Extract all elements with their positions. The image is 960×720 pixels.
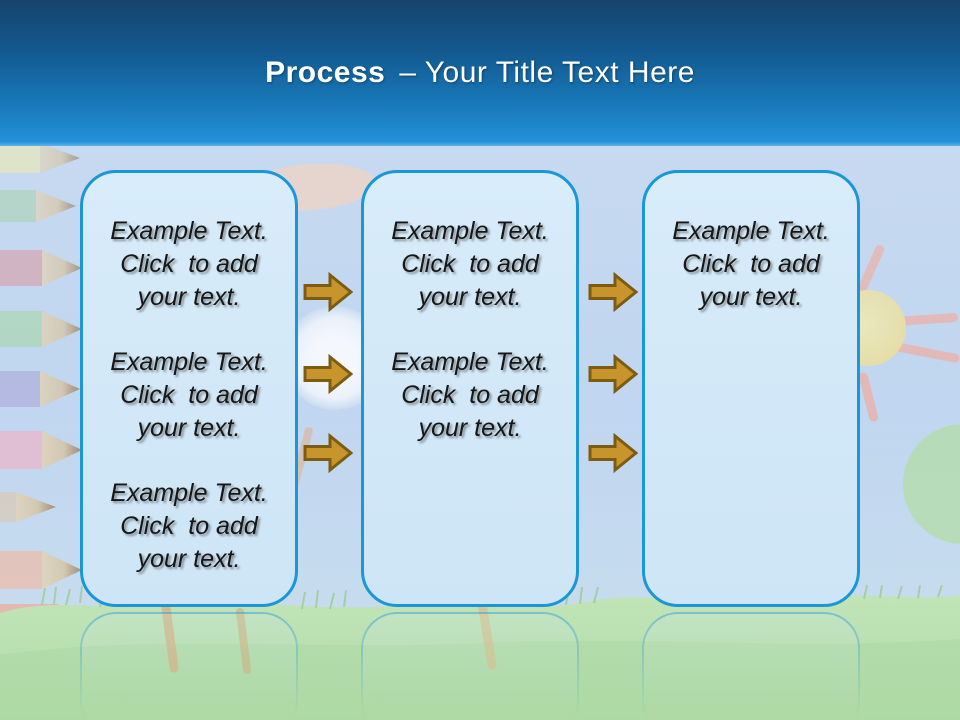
slide-title[interactable]: Process – Your Title Text Here (265, 56, 695, 90)
pencil-icon (0, 190, 76, 222)
pencil-body (0, 250, 42, 286)
process-box-2[interactable]: Example Text. Click to add your text. Ex… (361, 170, 579, 607)
pencil-icon (0, 431, 82, 469)
tree-trunk (236, 608, 251, 674)
process-box-1[interactable]: Example Text. Click to add your text. Ex… (80, 170, 298, 607)
arrow-right-icon[interactable] (303, 354, 353, 394)
grass-hill-front (0, 639, 960, 720)
box-reflection (80, 612, 298, 720)
pencil-body (0, 551, 42, 589)
grass-decor (0, 585, 960, 720)
pencil-icon (0, 250, 82, 286)
pencil-icon (0, 492, 56, 522)
placeholder-text[interactable]: Example Text. Click to add your text. (672, 217, 830, 311)
pencil-body (0, 371, 40, 407)
arrow-right-icon[interactable] (303, 272, 353, 312)
placeholder-text[interactable]: Example Text. Click to add your text. (110, 348, 268, 442)
placeholder-text[interactable]: Example Text. Click to add your text. (110, 479, 268, 573)
pencil-body (0, 190, 36, 222)
pencil-icon (0, 551, 82, 589)
title-keyword: Process (265, 56, 386, 89)
pencil-body (0, 143, 40, 173)
process-box-3[interactable]: Example Text. Click to add your text. (642, 170, 860, 607)
placeholder-text[interactable]: Example Text. Click to add your text. (110, 217, 268, 311)
box-reflection (642, 612, 860, 720)
pencil-icon (0, 311, 82, 347)
arrow-right-icon[interactable] (588, 433, 638, 473)
pencil-body (0, 492, 16, 522)
pencil-body (0, 311, 42, 347)
title-subtitle: – Your Title Text Here (399, 56, 695, 89)
placeholder-text[interactable]: Example Text. Click to add your text. (391, 217, 549, 311)
pencil-icon (0, 371, 80, 407)
slide-header: Process – Your Title Text Here (0, 0, 960, 146)
arrow-right-icon[interactable] (588, 272, 638, 312)
arrow-right-icon[interactable] (588, 354, 638, 394)
placeholder-text[interactable]: Example Text. Click to add your text. (391, 348, 549, 442)
box-reflection (361, 612, 579, 720)
pencil-body (0, 431, 42, 469)
pencil-icon (0, 143, 80, 173)
arrow-right-icon[interactable] (303, 433, 353, 473)
